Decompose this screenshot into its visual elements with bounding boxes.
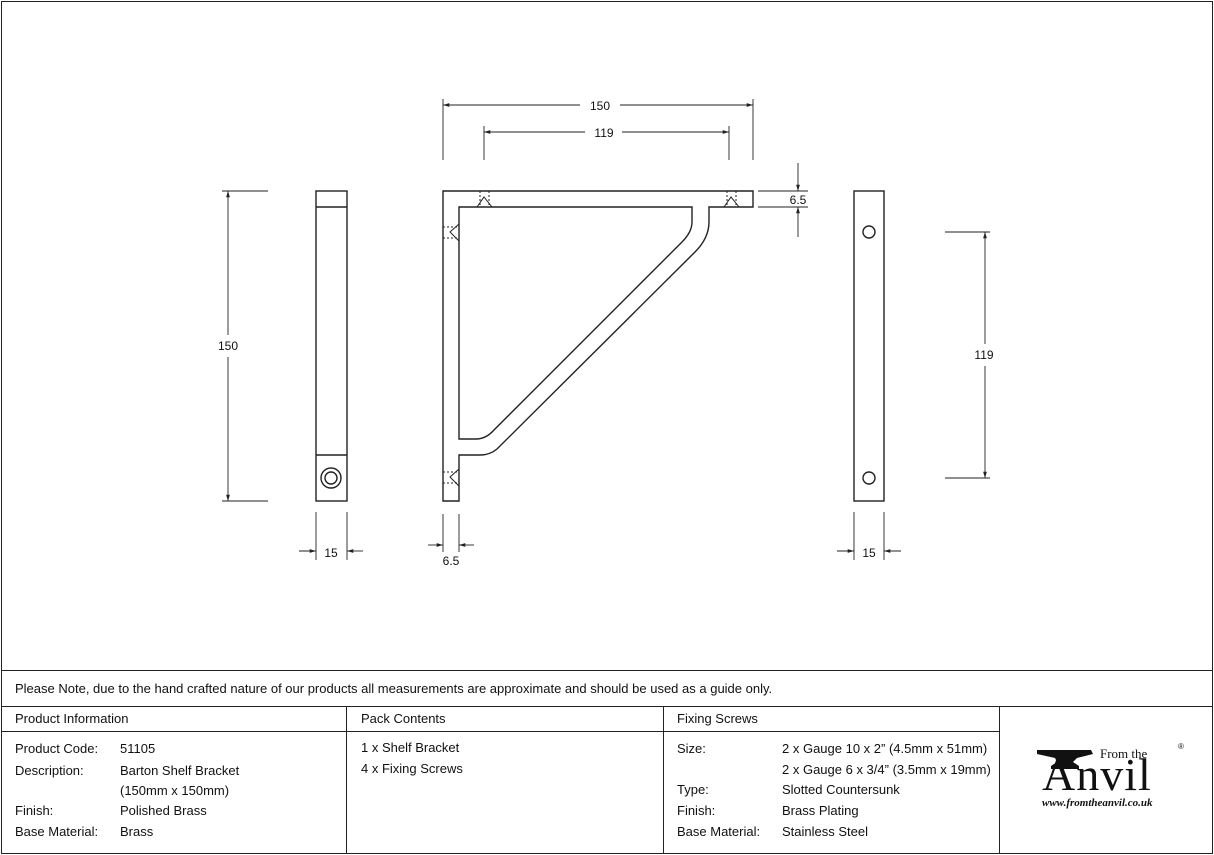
- dim-top-overall: 150: [590, 99, 610, 113]
- dim-left-height: 150: [218, 339, 238, 353]
- dim-thickness-top: 6.5: [790, 193, 807, 207]
- screw-finish-value: Brass Plating: [782, 803, 859, 818]
- header-divider: [1, 731, 1000, 732]
- dim-right-width: 15: [862, 546, 876, 560]
- screw-size-value-line2: 2 x Gauge 6 x 3/4” (3.5mm x 19mm): [782, 762, 991, 777]
- screw-finish-label: Finish:: [677, 803, 716, 818]
- screw-type-label: Type:: [677, 782, 709, 797]
- product-code-label: Product Code:: [15, 741, 99, 756]
- finish-label: Finish:: [15, 803, 54, 818]
- base-material-value: Brass: [120, 824, 154, 839]
- note-bottom-divider: [1, 706, 1213, 707]
- dim-right-holes: 119: [974, 348, 993, 362]
- dim-top-holes: 119: [594, 126, 613, 140]
- right-side-view: [853, 190, 885, 502]
- product-info-header: Product Information: [15, 711, 129, 726]
- screw-material-value: Stainless Steel: [782, 824, 868, 839]
- logo-url: www.fromtheanvil.co.uk: [1042, 797, 1153, 809]
- screw-size-label: Size:: [677, 741, 706, 756]
- finish-value: Polished Brass: [120, 803, 207, 818]
- pack-contents-header: Pack Contents: [361, 711, 446, 726]
- pack-item: 4 x Fixing Screws: [361, 761, 463, 776]
- anvil-icon: [1037, 750, 1093, 769]
- description-value: Barton Shelf Bracket: [120, 763, 240, 778]
- pack-item: 1 x Shelf Bracket: [361, 740, 460, 755]
- screw-size-value: 2 x Gauge 10 x 2” (4.5mm x 51mm): [782, 741, 988, 756]
- technical-drawing: 150 119 6.5 150 15 6.5 119 15: [218, 99, 994, 568]
- left-side-view: [315, 190, 348, 502]
- brand-logo: From the Anvil ® www.fromtheanvil.co.uk: [1030, 742, 1190, 822]
- screw-type-value: Slotted Countersunk: [782, 782, 900, 797]
- fixing-screws-header: Fixing Screws: [677, 711, 758, 726]
- logo-anvil: Anvil: [1042, 749, 1152, 800]
- logo-registered-mark: ®: [1178, 742, 1184, 751]
- dim-thickness-bottom: 6.5: [443, 554, 460, 568]
- base-material-label: Base Material:: [15, 824, 99, 839]
- product-code-value: 51105: [120, 741, 156, 756]
- col-divider-1: [346, 706, 347, 854]
- bracket-front-view: [442, 190, 754, 502]
- col-divider-2: [663, 706, 664, 854]
- description-label: Description:: [15, 763, 84, 778]
- note-top-divider: [1, 670, 1213, 671]
- logo-from-the: From the: [1100, 746, 1148, 761]
- col-divider-3: [999, 706, 1000, 854]
- description-value-line2: (150mm x 150mm): [120, 783, 230, 798]
- disclaimer-note: Please Note, due to the hand crafted nat…: [15, 681, 773, 696]
- dim-left-width: 15: [324, 546, 338, 560]
- screw-material-label: Base Material:: [677, 824, 761, 839]
